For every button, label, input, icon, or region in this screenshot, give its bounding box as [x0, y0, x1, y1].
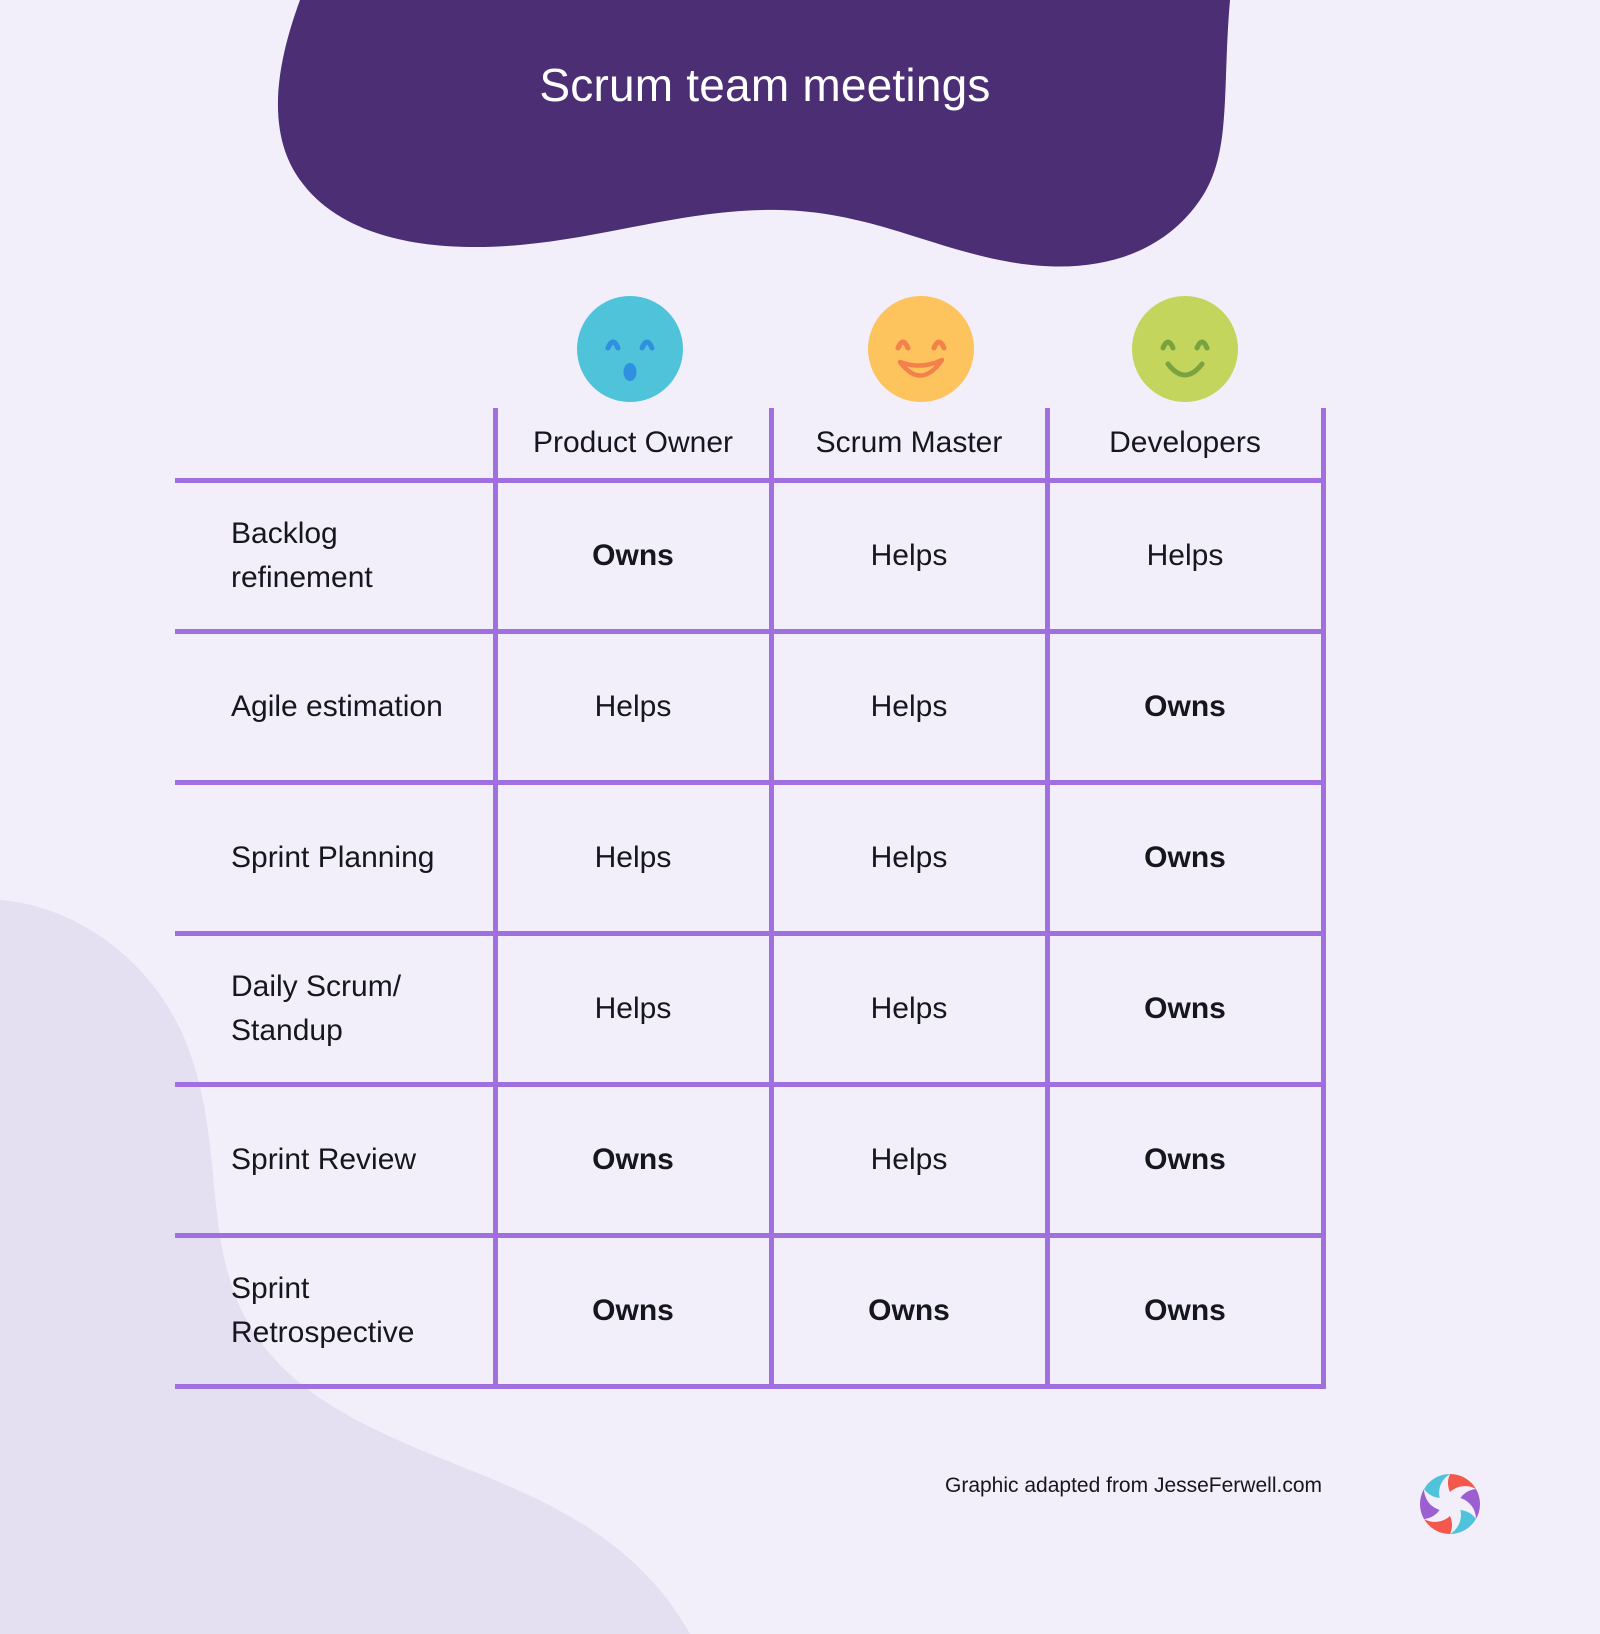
table-row: Sprint Planning Helps Helps Owns [175, 782, 1326, 936]
cell-backlog-refinement-product-owner: Owns [492, 480, 771, 634]
cell-sprint-review-product-owner: Owns [492, 1084, 771, 1238]
cell-backlog-refinement-developers: Helps [1044, 480, 1326, 634]
matrix-table: Product Owner Scrum Master Developers Ba… [175, 408, 1326, 1389]
cell-agile-estimation-developers: Owns [1044, 631, 1326, 785]
page-title: Scrum team meetings [539, 59, 991, 111]
cell-daily-scrum-developers: Owns [1044, 933, 1326, 1087]
column-header-developers: Developers [1044, 408, 1326, 483]
cell-daily-scrum-scrum-master: Helps [768, 933, 1047, 1087]
cell-sprint-review-developers: Owns [1044, 1084, 1326, 1238]
cell-sprint-retrospective-scrum-master: Owns [768, 1235, 1047, 1389]
matrix-head: Product Owner Scrum Master Developers [175, 408, 1326, 483]
matrix-header-row: Product Owner Scrum Master Developers [175, 408, 1326, 483]
row-label-backlog-refinement: Backlog refinement [175, 480, 495, 634]
table-row: Agile estimation Helps Helps Owns [175, 631, 1326, 785]
table-row: Daily Scrum/ Standup Helps Helps Owns [175, 933, 1326, 1087]
row-label-daily-scrum-standup: Daily Scrum/ Standup [175, 933, 495, 1087]
responsibility-matrix: Product Owner Scrum Master Developers Ba… [175, 408, 1326, 1389]
row-label-sprint-review: Sprint Review [175, 1084, 495, 1238]
matrix-body: Backlog refinement Owns Helps Helps Agil… [175, 480, 1326, 1389]
cell-sprint-retrospective-developers: Owns [1044, 1235, 1326, 1389]
cell-backlog-refinement-scrum-master: Helps [768, 480, 1047, 634]
table-row: Backlog refinement Owns Helps Helps [175, 480, 1326, 634]
cell-sprint-planning-developers: Owns [1044, 782, 1326, 936]
corner-header-cell [175, 408, 495, 483]
cell-sprint-planning-scrum-master: Helps [768, 782, 1047, 936]
cell-agile-estimation-scrum-master: Helps [768, 631, 1047, 785]
row-label-agile-estimation: Agile estimation [175, 631, 495, 785]
cell-sprint-planning-product-owner: Helps [492, 782, 771, 936]
attribution-text: Graphic adapted from JesseFerwell.com [945, 1474, 1322, 1497]
row-label-sprint-planning: Sprint Planning [175, 782, 495, 936]
cell-sprint-review-scrum-master: Helps [768, 1084, 1047, 1238]
row-label-sprint-retrospective: Sprint Retrospective [175, 1235, 495, 1389]
role-avatars [0, 296, 1600, 406]
header-banner: Scrum team meetings [0, 0, 1600, 290]
column-header-scrum-master: Scrum Master [768, 408, 1047, 483]
column-header-product-owner: Product Owner [492, 408, 771, 483]
developers-avatar [1132, 296, 1238, 402]
product-owner-avatar [577, 296, 683, 402]
table-row: Sprint Review Owns Helps Owns [175, 1084, 1326, 1238]
cell-agile-estimation-product-owner: Helps [492, 631, 771, 785]
cell-daily-scrum-product-owner: Helps [492, 933, 771, 1087]
pinwheel-logo [1408, 1462, 1492, 1546]
table-row: Sprint Retrospective Owns Owns Owns [175, 1235, 1326, 1389]
cell-sprint-retrospective-product-owner: Owns [492, 1235, 771, 1389]
scrum-master-avatar [868, 296, 974, 402]
header-blob-shape [277, 0, 1230, 267]
